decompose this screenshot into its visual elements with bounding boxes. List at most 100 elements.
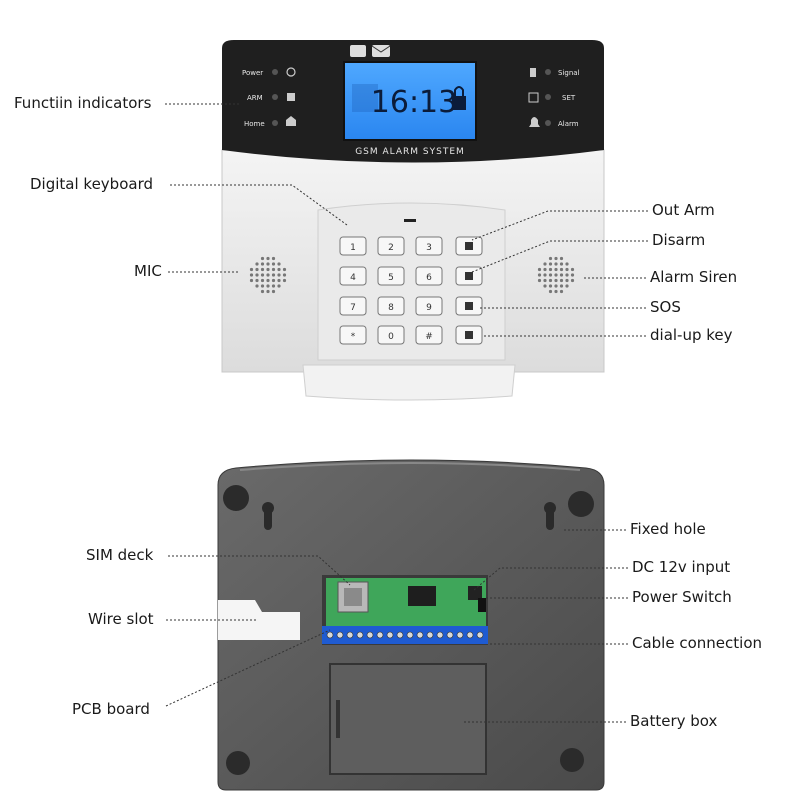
callout-dc-input: DC 12v input [632, 558, 730, 576]
key-label: # [425, 332, 433, 342]
grille-hole [554, 267, 558, 272]
grille-hole [255, 267, 259, 272]
foot-top-left [223, 485, 249, 511]
grille-hole [249, 273, 254, 277]
grille-hole [271, 284, 276, 288]
indicator-label-signal: Signal [558, 69, 580, 77]
disarm-key[interactable] [455, 266, 483, 286]
grille-hole [277, 278, 281, 283]
terminal-screw [426, 631, 434, 639]
callout-wire-slot: Wire slot [88, 610, 154, 628]
terminal-screw [456, 631, 464, 639]
pcb-chip [408, 586, 436, 606]
key-1[interactable]: 1 [339, 236, 367, 256]
terminal-screw [466, 631, 474, 639]
key-0[interactable]: 0 [377, 325, 405, 345]
grille-hole [559, 284, 564, 288]
indicator-led-alarm [545, 120, 551, 126]
envelope-icon [372, 45, 390, 57]
grille-hole [548, 273, 553, 277]
grille-hole [554, 256, 558, 261]
grille-hole [565, 278, 569, 283]
callout-function-indicators: Functiin indicators [14, 94, 152, 112]
grille-hole [559, 273, 564, 277]
grille-hole [565, 267, 569, 272]
terminal-screw [366, 631, 374, 639]
cable-terminals [326, 631, 484, 639]
callout-out-arm: Out Arm [652, 201, 715, 219]
grille-hole [559, 278, 564, 283]
grille-hole [537, 278, 542, 283]
front-view: 16:13 GSM ALARM SYSTEM Power ARM Home Si… [221, 40, 605, 401]
key-label: 1 [350, 243, 356, 253]
grille-hole [559, 256, 564, 261]
grille-hole [266, 273, 270, 277]
key-3[interactable]: 3 [415, 236, 443, 256]
terminal-screw [326, 631, 334, 639]
foot-top-right [568, 491, 594, 517]
grille-hole [255, 278, 259, 283]
foot-bottom-right [560, 748, 584, 772]
home-icon [286, 116, 296, 126]
grille-hole [266, 284, 270, 288]
key-8[interactable]: 8 [377, 296, 405, 316]
battery-latch[interactable] [336, 700, 340, 738]
grille-hole [282, 267, 287, 272]
grille-hole [543, 273, 547, 277]
callout-fixed-hole: Fixed hole [630, 520, 706, 538]
grille-hole [537, 267, 542, 272]
callout-alarm-siren: Alarm Siren [650, 268, 737, 286]
callout-battery-box: Battery box [630, 712, 718, 730]
speaker-icon [465, 302, 473, 310]
lock-icon [287, 93, 295, 101]
key-4[interactable]: 4 [339, 266, 367, 286]
battery-box [329, 663, 487, 775]
grille-hole [266, 289, 270, 294]
key-label: 5 [388, 273, 394, 283]
terminal-screw [406, 631, 414, 639]
key-7[interactable]: 7 [339, 296, 367, 316]
sim-deck [337, 581, 369, 613]
front-callouts: Functiin indicators Digital keyboard MIC… [14, 94, 737, 344]
out-arm-key[interactable] [455, 236, 483, 256]
dial-up-key[interactable] [455, 325, 483, 345]
key-label: 2 [388, 243, 394, 253]
grille-hole [255, 262, 259, 266]
grille-hole [565, 262, 569, 266]
grille-hole [554, 284, 558, 288]
grille-hole [266, 267, 270, 272]
key-star[interactable]: * [339, 325, 367, 345]
indicator-led-arm [272, 94, 278, 100]
mic-grille [249, 256, 287, 294]
key-2[interactable]: 2 [377, 236, 405, 256]
grille-hole [554, 273, 558, 277]
key-label: 6 [426, 273, 432, 283]
power-switch [478, 598, 486, 612]
key-9[interactable]: 9 [415, 296, 443, 316]
phone-icon [350, 45, 366, 57]
key-6[interactable]: 6 [415, 266, 443, 286]
keyhole-right [544, 502, 556, 530]
grille-hole [271, 278, 276, 283]
grille-hole [266, 262, 270, 266]
unlock-icon [465, 272, 473, 280]
grille-hole [249, 278, 254, 283]
grille-hole [282, 273, 287, 277]
indicator-label-home: Home [244, 120, 265, 128]
key-5[interactable]: 5 [377, 266, 405, 286]
callout-sim-deck: SIM deck [86, 546, 154, 564]
grille-hole [570, 273, 575, 277]
lock-icon [465, 242, 473, 250]
terminal-screw [436, 631, 444, 639]
indicator-led-signal [545, 69, 551, 75]
grille-hole [271, 267, 276, 272]
grille-hole [559, 262, 564, 266]
terminal-screw [396, 631, 404, 639]
terminal-screw [376, 631, 384, 639]
terminal-screw [346, 631, 354, 639]
key-hash[interactable]: # [415, 325, 443, 345]
siren-grille [537, 256, 575, 294]
indicator-led-set [545, 94, 551, 100]
sos-key[interactable] [455, 296, 483, 316]
